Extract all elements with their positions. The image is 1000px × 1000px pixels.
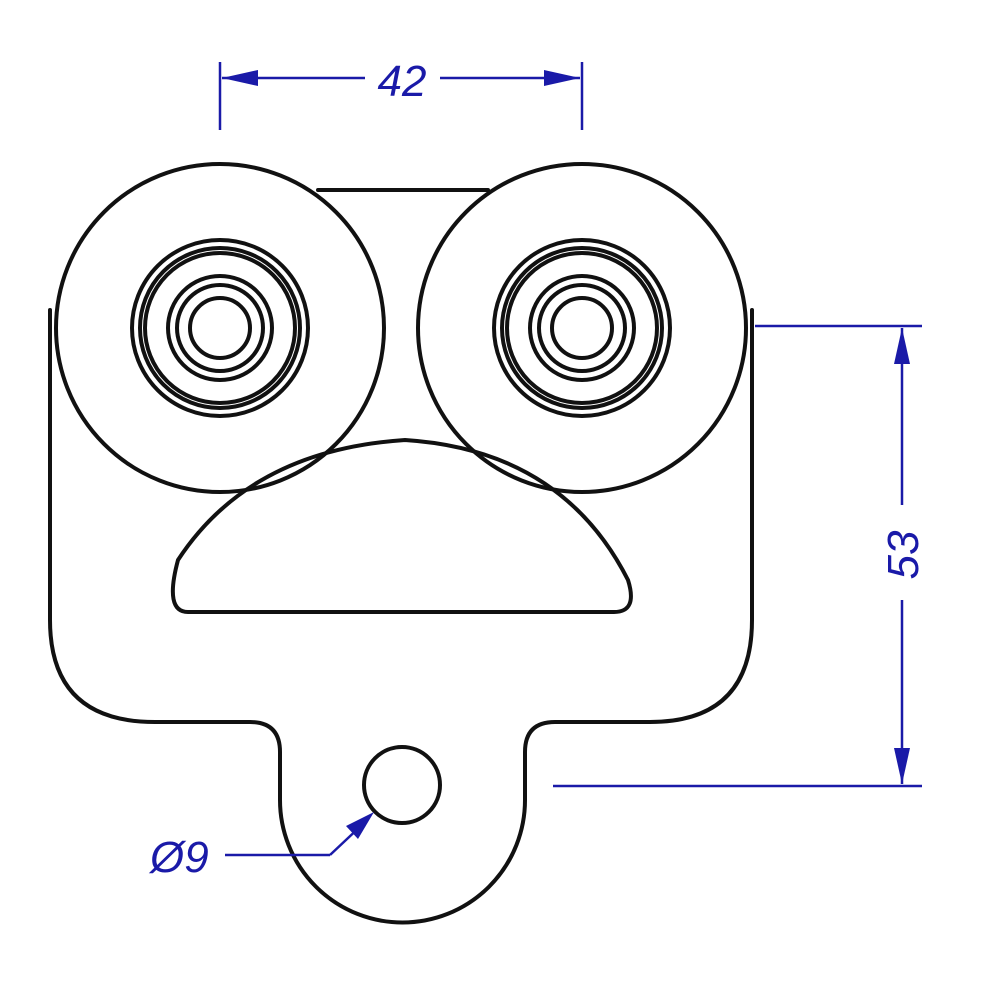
dimension-wheel-spacing: 42: [218, 57, 584, 130]
left-wheel: [54, 162, 386, 494]
bracket-plate-outline: [48, 188, 754, 925]
dimension-label-42: 42: [378, 57, 427, 106]
dimension-height: 53: [553, 324, 928, 788]
dimension-label-53: 53: [879, 530, 928, 579]
center-cutout: [170, 438, 633, 614]
dimension-label-diameter: Ø9: [148, 833, 209, 882]
right-wheel: [416, 162, 748, 494]
dimension-hole-diameter: Ø9: [148, 812, 374, 882]
mounting-hole: [362, 745, 442, 825]
